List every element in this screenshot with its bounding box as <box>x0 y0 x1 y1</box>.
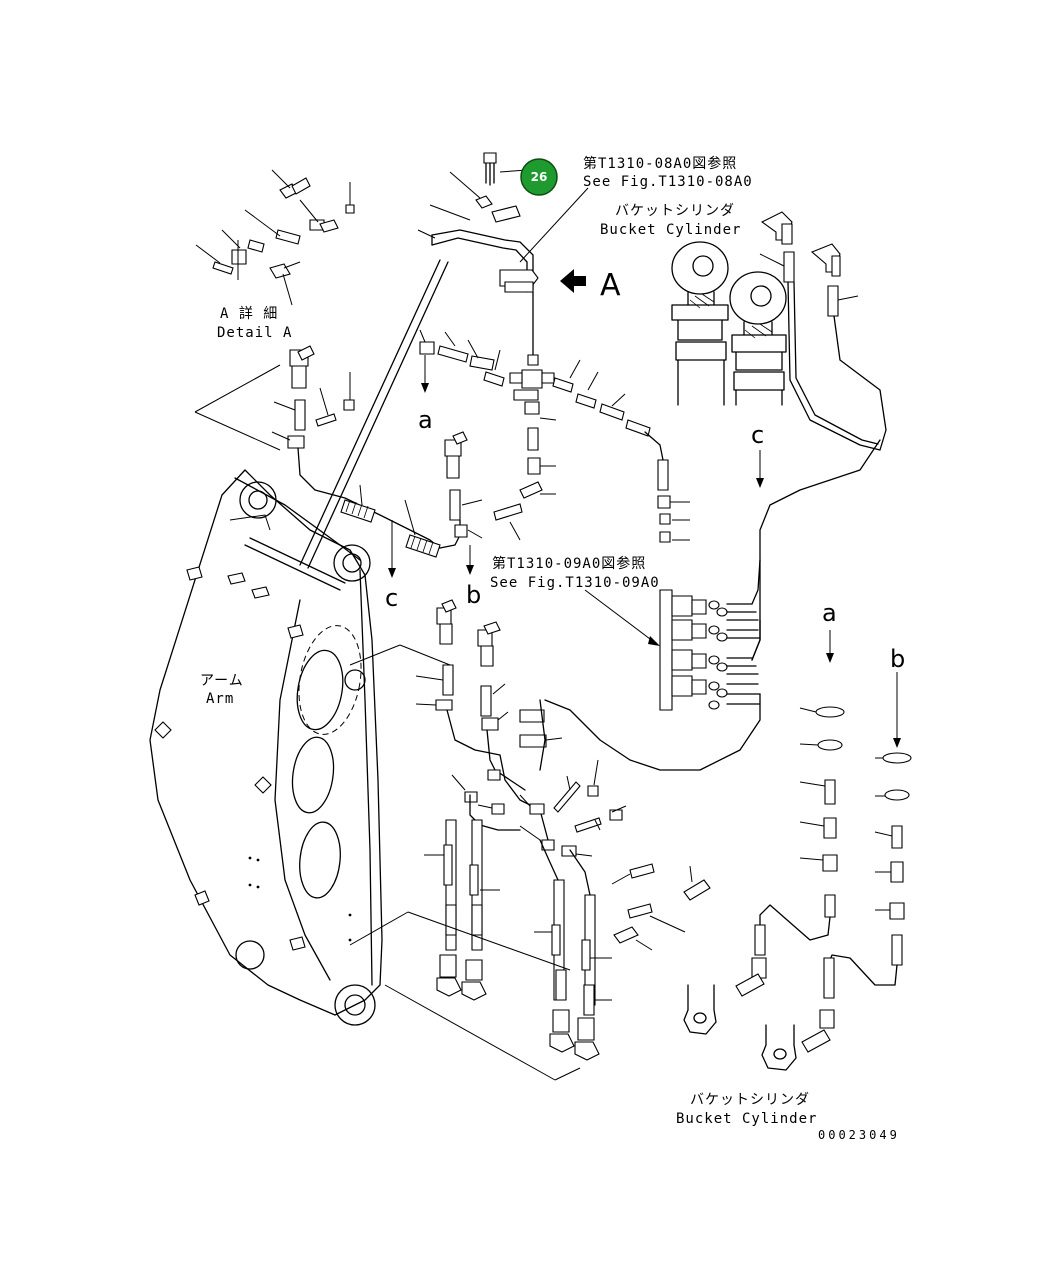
lower-right-fittings <box>683 630 912 1071</box>
detail-a-parts <box>195 169 355 306</box>
ref-mid-en: See Fig.T1310-09A0 <box>490 575 660 591</box>
bucket-cylinder-bottom-jp: バケットシリンダ <box>690 1092 810 1108</box>
view-a-label: A <box>600 268 621 303</box>
top-pipe-assembly <box>417 152 589 356</box>
detail-a-en: Detail A <box>217 325 292 341</box>
arm-pipe-rails <box>229 259 449 591</box>
left-fittings <box>194 345 483 578</box>
ref-mid-jp: 第T1310-09A0図参照 <box>492 555 646 572</box>
bucket-cylinder-top-jp: バケットシリンダ <box>615 203 735 219</box>
ref-top-en: See Fig.T1310-08A0 <box>583 174 753 190</box>
arm-body <box>149 469 383 1026</box>
detail-a-jp: A 詳 細 <box>220 306 278 322</box>
marker-a-bottom: a <box>822 599 837 627</box>
ref-top-jp: 第T1310-08A0図参照 <box>583 155 737 172</box>
item-26-badge[interactable]: 26 <box>520 158 558 196</box>
bucket-cylinder-top-en: Bucket Cylinder <box>600 222 741 238</box>
arm-label-en: Arm <box>206 691 234 707</box>
drawing-number: 00023049 <box>818 1128 900 1142</box>
marker-b-bottom: b <box>890 645 905 673</box>
valve-block <box>544 559 761 771</box>
marker-b-mid: b <box>466 581 481 609</box>
bucket-cylinder-bottom-en: Bucket Cylinder <box>676 1111 817 1127</box>
marker-c-left: c <box>385 584 398 612</box>
center-fittings <box>419 329 690 543</box>
marker-a-top: a <box>418 406 433 434</box>
upper-bucket-cylinders <box>671 211 887 661</box>
lower-center-piping <box>349 599 711 1081</box>
marker-c-right: c <box>751 421 764 449</box>
badge-number: 26 <box>531 170 548 184</box>
arm-label-jp: アーム <box>200 673 244 689</box>
